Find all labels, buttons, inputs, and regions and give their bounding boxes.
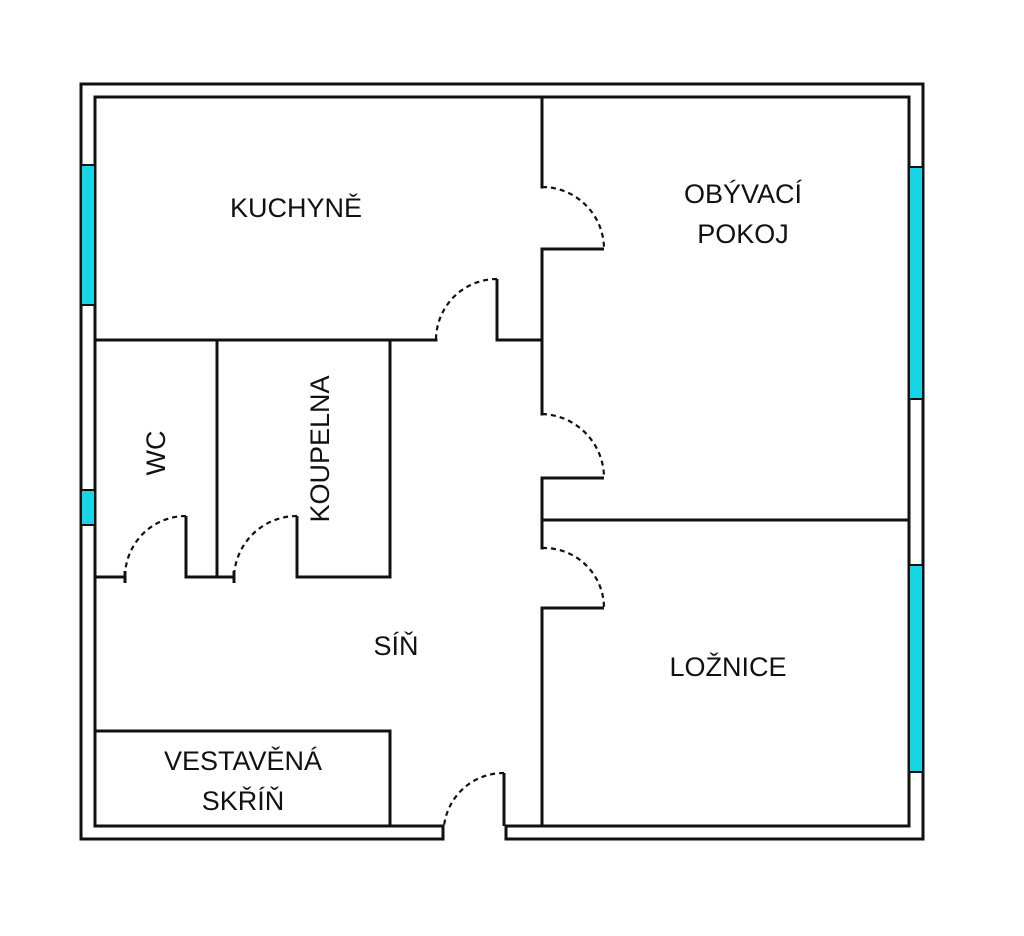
outer-walls xyxy=(79,82,925,841)
window-wc xyxy=(80,489,96,526)
door-bathroom xyxy=(232,514,299,583)
window-living-room xyxy=(908,166,924,400)
label-living-room-line1: OBÝVACÍ xyxy=(684,179,803,209)
door-kitchen-living xyxy=(541,185,606,251)
outer-wall-outer-line xyxy=(79,82,925,841)
room-labels: KUCHYNĚ OBÝVACÍ POKOJ WC KOUPELNA SÍŇ LO… xyxy=(141,179,802,816)
label-living-room-line2: POKOJ xyxy=(697,219,789,249)
door-wc xyxy=(123,514,188,583)
door-kitchen-hall xyxy=(434,277,499,341)
doors xyxy=(123,185,606,827)
label-hall: SÍŇ xyxy=(373,630,418,661)
label-bathroom: KOUPELNA xyxy=(305,375,335,522)
window-bedroom xyxy=(908,564,924,773)
label-kitchen: KUCHYNĚ xyxy=(230,192,362,223)
interior-walls xyxy=(93,95,911,828)
door-bedroom-hall xyxy=(541,546,606,610)
windows xyxy=(80,164,924,773)
label-wardrobe-line2: SKŘÍŇ xyxy=(202,785,285,816)
door-entrance xyxy=(442,771,506,827)
label-wc: WC xyxy=(141,431,171,476)
label-wardrobe-line1: VESTAVĚNÁ xyxy=(164,745,322,776)
window-kitchen xyxy=(80,164,96,306)
door-living-hall xyxy=(541,412,606,480)
outer-wall-inner-line xyxy=(93,95,911,828)
wall-wardrobe xyxy=(93,729,392,828)
label-bedroom: LOŽNICE xyxy=(669,651,786,682)
